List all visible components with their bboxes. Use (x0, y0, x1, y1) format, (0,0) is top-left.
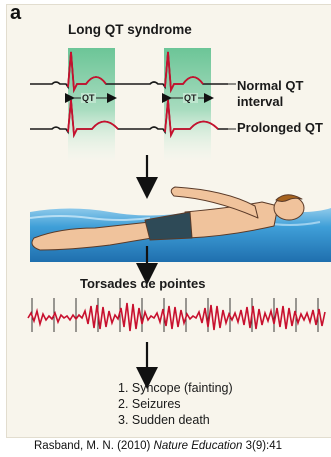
qt-band-left (68, 48, 115, 160)
normal-qt-label-line2: interval (237, 94, 283, 109)
qt-label-left: QT (81, 93, 96, 103)
outcome-item: 3. Sudden death (118, 412, 233, 428)
qt-label-right: QT (183, 93, 198, 103)
credit-citation: 3(9):41 (242, 440, 282, 452)
outcome-item: 2. Seizures (118, 396, 233, 412)
torsades-label: Torsades de pointes (80, 276, 205, 291)
figure-title: Long QT syndrome (68, 22, 192, 37)
credit-authors: Rasband, M. N. (2010) (34, 440, 154, 452)
normal-qt-label: Normal QT (237, 78, 303, 93)
qt-band-right (164, 48, 211, 160)
image-credit: Rasband, M. N. (2010) Nature Education 3… (34, 440, 282, 452)
torsades-trace (28, 303, 325, 331)
credit-journal: Nature Education (154, 440, 243, 452)
outcome-list: 1. Syncope (fainting) 2. Seizures 3. Sud… (118, 380, 233, 428)
prolonged-qt-label: Prolonged QT (237, 120, 323, 135)
outcome-item: 1. Syncope (fainting) (118, 380, 233, 396)
